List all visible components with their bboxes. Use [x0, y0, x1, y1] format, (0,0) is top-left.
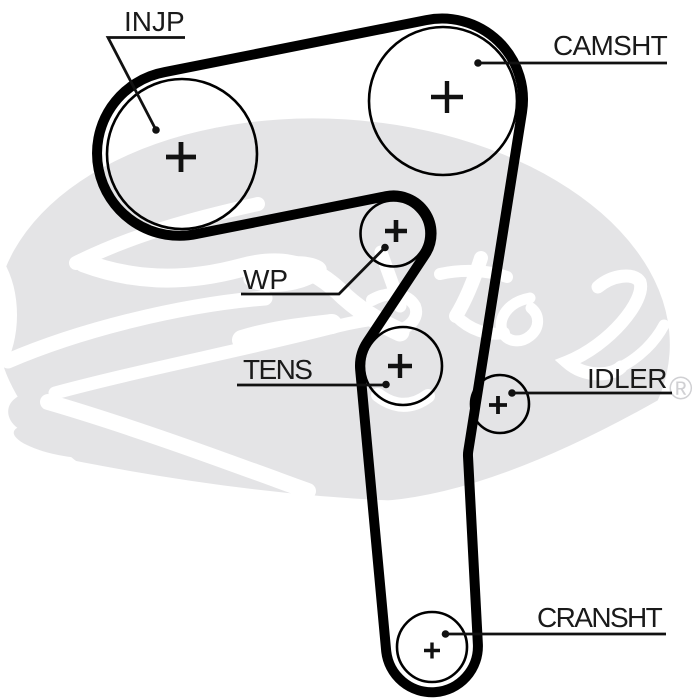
- svg-text:CAMSHT: CAMSHT: [553, 30, 668, 61]
- svg-text:IDLER: IDLER: [587, 363, 667, 394]
- svg-text:INJP: INJP: [124, 6, 185, 37]
- svg-text:®: ®: [669, 370, 693, 406]
- svg-text:WP: WP: [243, 264, 288, 295]
- svg-text:TENS: TENS: [243, 354, 312, 385]
- svg-text:CRANSHT: CRANSHT: [537, 602, 663, 633]
